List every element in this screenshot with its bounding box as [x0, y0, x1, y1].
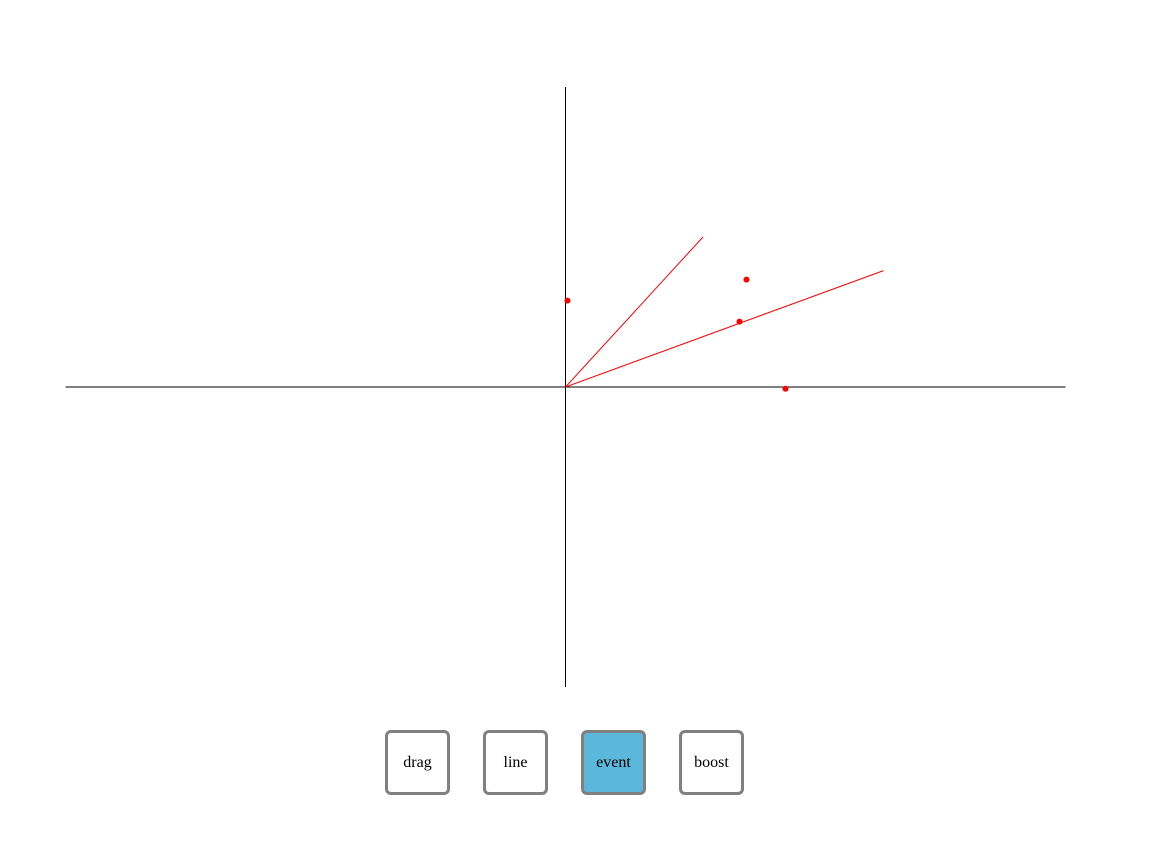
boost-button[interactable]: boost: [679, 730, 744, 795]
event-point-2[interactable]: [743, 276, 750, 283]
lines-group: [565, 236, 884, 388]
event-point-1[interactable]: [564, 297, 571, 304]
worldline-1[interactable]: [565, 236, 704, 388]
worldline-2[interactable]: [565, 270, 884, 388]
event-point-3[interactable]: [736, 318, 743, 325]
drag-button[interactable]: drag: [385, 730, 450, 795]
line-button[interactable]: line: [483, 730, 548, 795]
spacetime-diagram[interactable]: [0, 0, 1162, 700]
points-group: [564, 276, 789, 392]
event-button[interactable]: event: [581, 730, 646, 795]
toolbar: drag line event boost: [385, 730, 744, 795]
event-point-4[interactable]: [782, 385, 789, 392]
